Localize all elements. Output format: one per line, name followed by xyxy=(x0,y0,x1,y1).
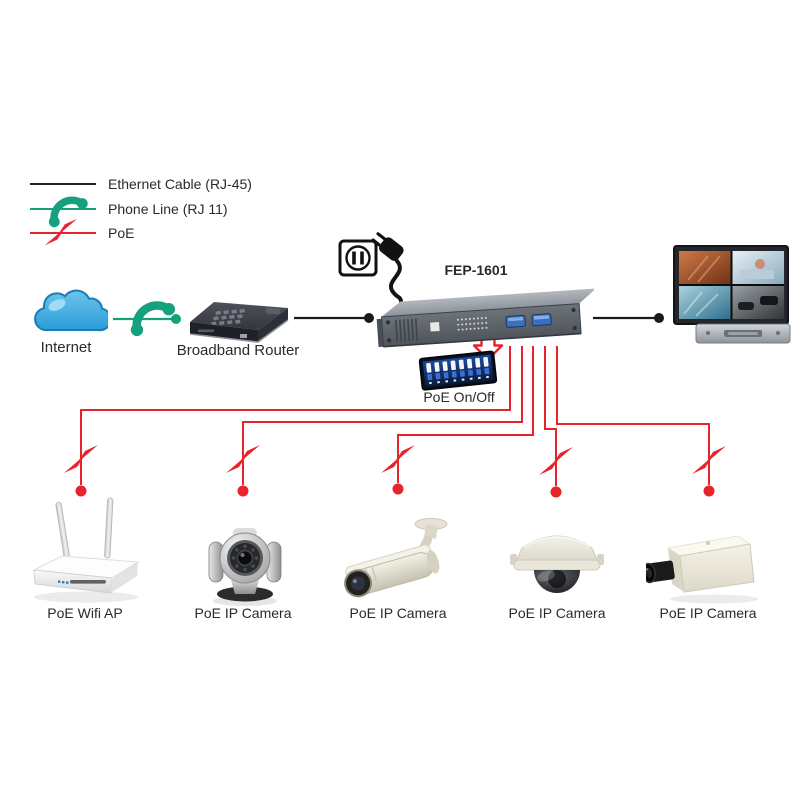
poe-endpoint-dots xyxy=(75,483,715,498)
phone-handset-icon xyxy=(125,295,178,338)
poe-link-camera-5 xyxy=(556,346,710,485)
poe-switch-image xyxy=(376,288,594,348)
poe-switch-label: FEP-1601 xyxy=(444,262,508,278)
ethernet-endpoint-dot xyxy=(654,313,664,323)
cctv-feed-3 xyxy=(679,285,731,319)
device-label-camera-4: PoE IP Camera xyxy=(508,605,606,621)
device-label-wifi-ap: PoE Wifi AP xyxy=(47,605,123,621)
wifi-ap-image xyxy=(32,497,140,603)
power-outlet-icon xyxy=(338,239,378,277)
poe-link-camera-2 xyxy=(242,346,523,485)
pan-tilt-camera-image xyxy=(208,528,282,606)
legend-item-ethernet-label: Ethernet Cable (RJ-45) xyxy=(108,176,252,192)
ethernet-link-router-switch xyxy=(294,313,374,323)
device-label-camera-5: PoE IP Camera xyxy=(659,605,757,621)
surveillance-monitor-image xyxy=(673,245,791,344)
bullet-camera-image xyxy=(344,518,448,598)
phone-line-link xyxy=(113,295,181,338)
legend-swatches xyxy=(30,183,96,246)
poe-link-wifi-ap xyxy=(80,346,511,485)
broadband-router-image xyxy=(189,302,289,343)
internet-label: Internet xyxy=(40,339,92,356)
brand-logo xyxy=(430,321,440,332)
uplink-ports xyxy=(505,313,552,328)
poe-links xyxy=(80,346,710,486)
internet-cloud-icon xyxy=(34,289,108,332)
poe-bolts xyxy=(64,445,726,475)
legend-item-poe-label: PoE xyxy=(108,225,135,241)
legend-item-phone-label: Phone Line (RJ 11) xyxy=(108,201,228,217)
broadband-router-label: Broadband Router xyxy=(176,342,300,359)
device-label-camera-2: PoE IP Camera xyxy=(194,605,292,621)
ethernet-link-switch-monitor xyxy=(593,313,664,323)
dip-switch-image xyxy=(418,350,498,391)
device-label-camera-3: PoE IP Camera xyxy=(349,605,447,621)
ethernet-endpoint-dot xyxy=(364,313,374,323)
phone-line-endpoint-dot xyxy=(171,314,181,324)
power-plug-icon xyxy=(371,232,404,303)
cctv-feed-1 xyxy=(679,251,731,285)
poe-link-camera-4 xyxy=(544,346,557,486)
dome-camera-image xyxy=(510,535,604,593)
box-camera-image xyxy=(646,535,758,604)
dip-switch-label: PoE On/Off xyxy=(423,389,495,405)
